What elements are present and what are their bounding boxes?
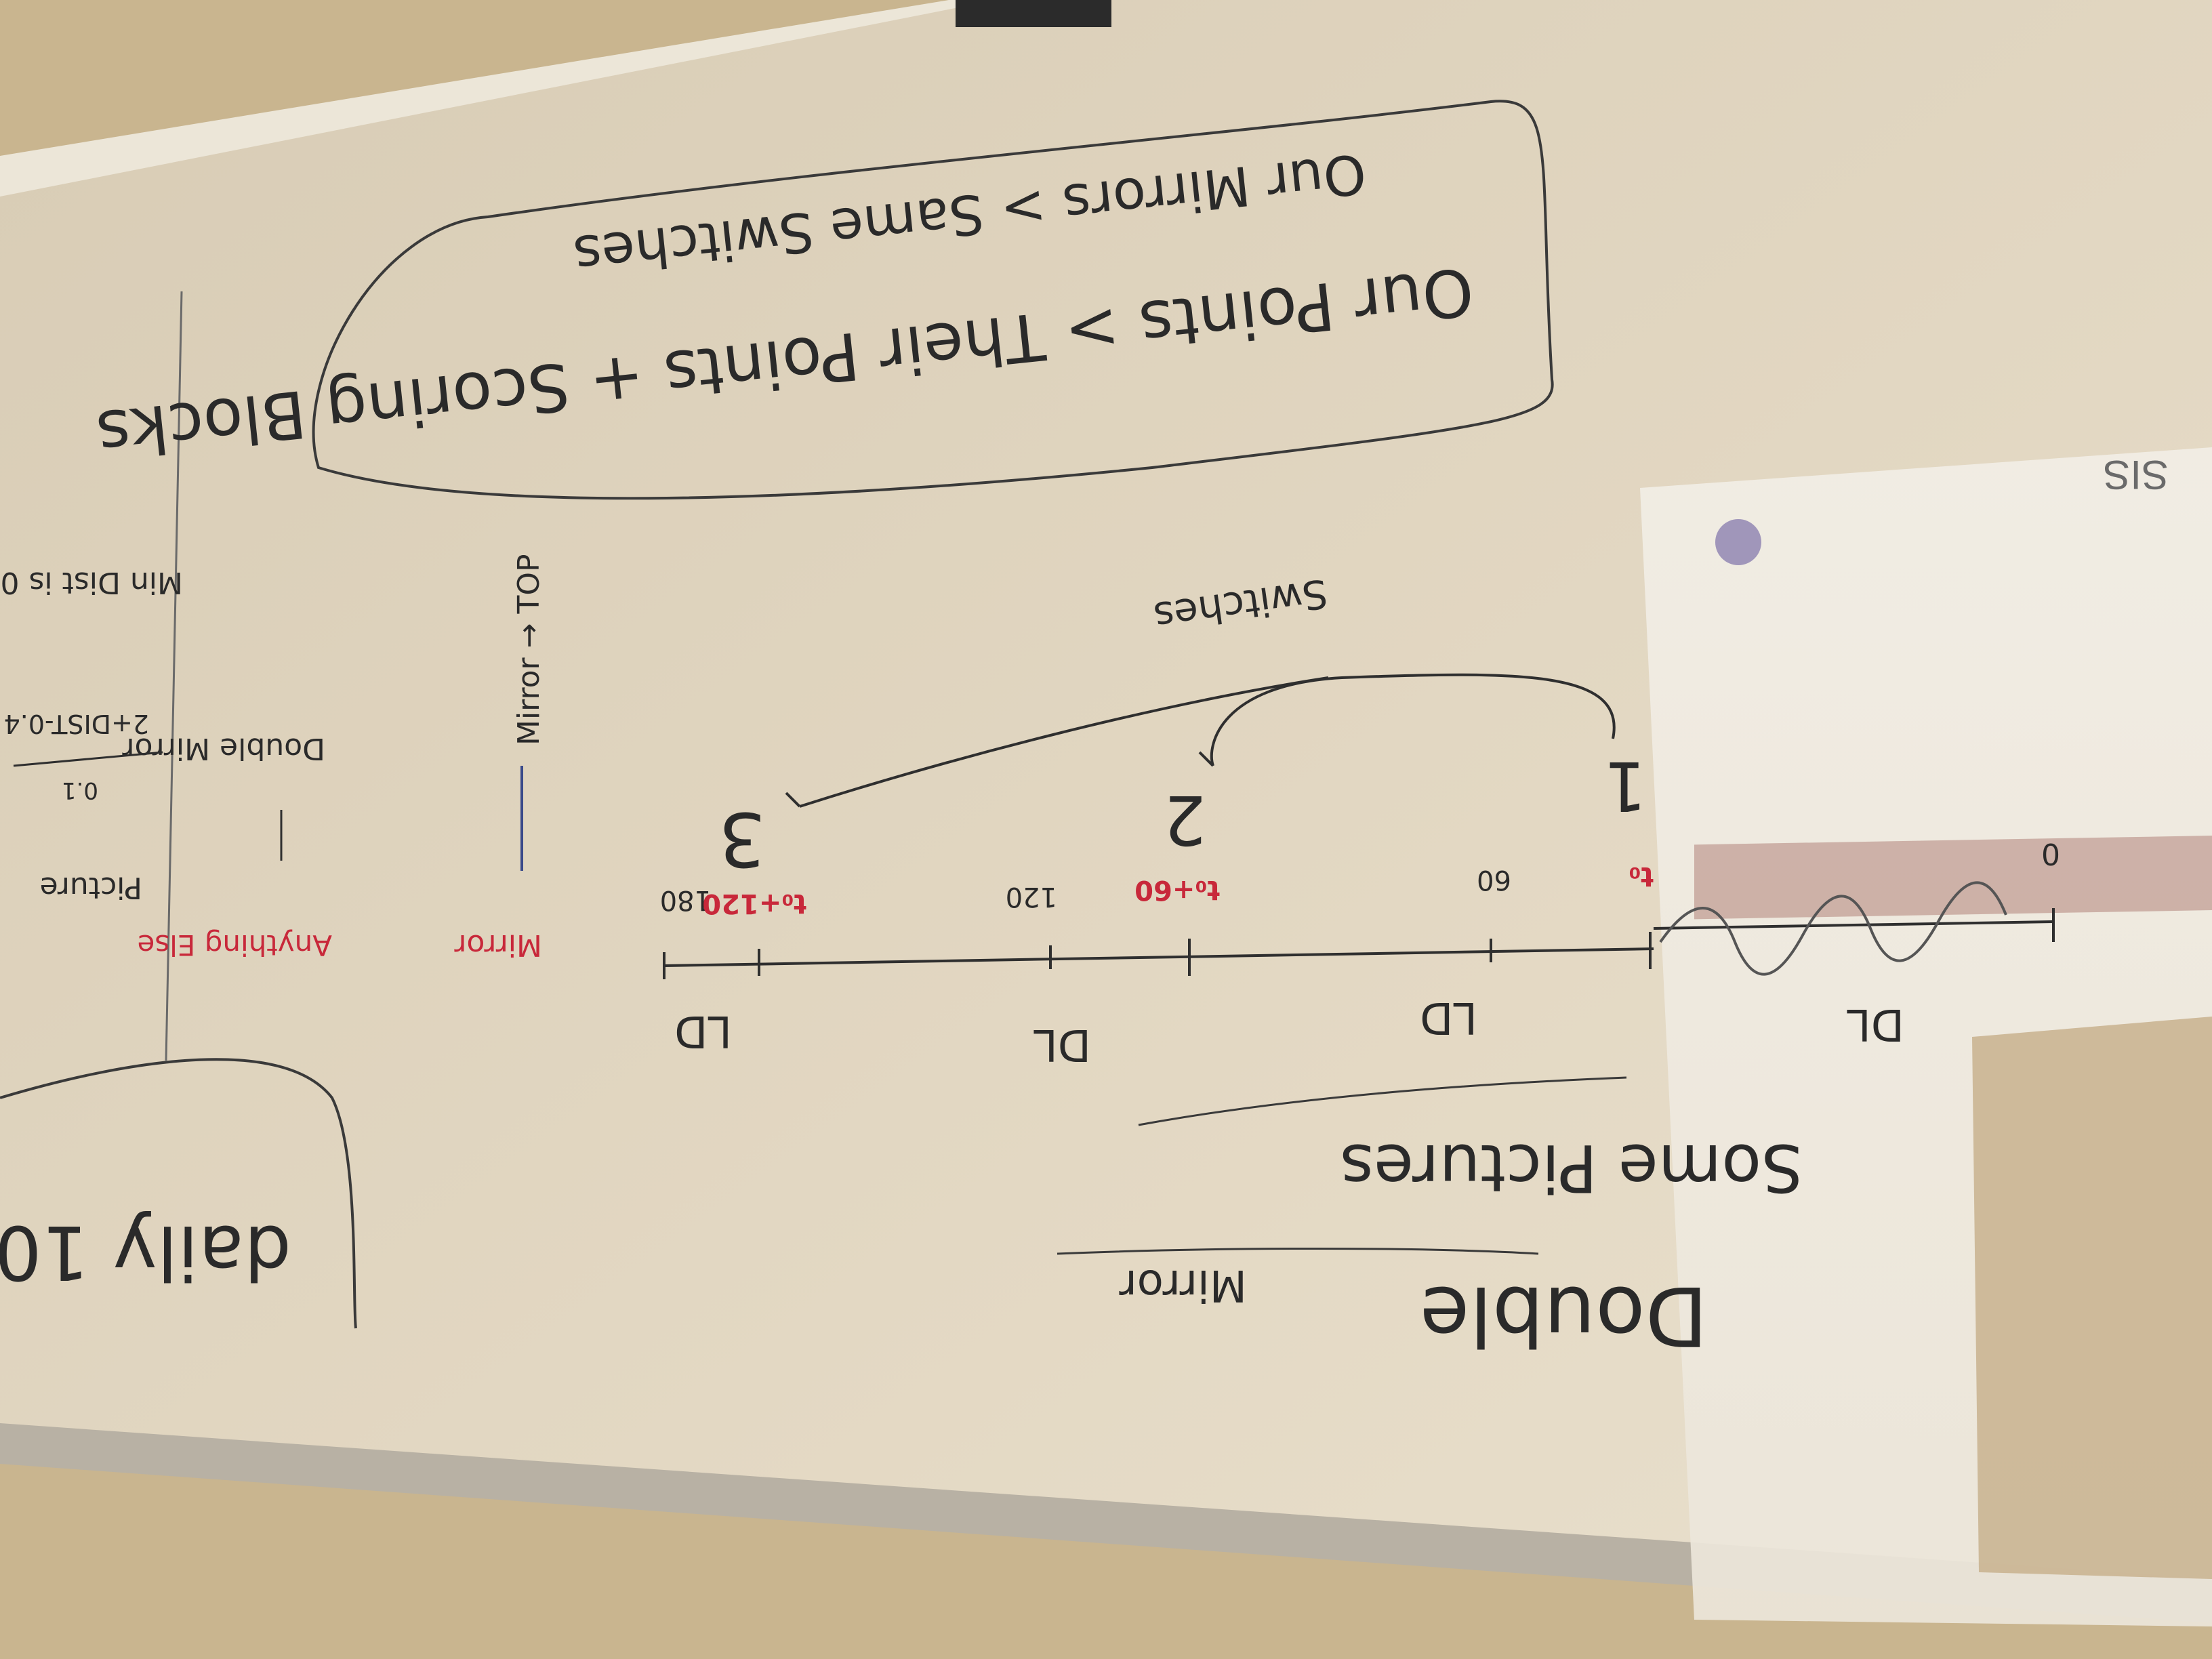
- underline-double-mirror: [1057, 1248, 1539, 1255]
- note-mirror-bottom: Mirror: [1119, 1260, 1247, 1310]
- red-tick-t0-60: t₀+60: [1134, 874, 1220, 905]
- switch-arc-1: [1210, 673, 1616, 766]
- note-picture: Picture: [40, 870, 142, 905]
- sequence-number-3: 3: [718, 796, 766, 882]
- whiteboard-surface: [0, 0, 2212, 1613]
- note-box-outline: [312, 100, 1554, 500]
- bottom-rail: [0, 1423, 2212, 1623]
- projection-overlay: SIS: [1640, 447, 2212, 1626]
- note-some-pictures: Some Pictures: [1340, 1130, 1803, 1206]
- number-line-extension: [1653, 920, 2054, 930]
- red-tick-t0: t₀: [1629, 861, 1654, 892]
- sequence-number-1: 1: [1603, 746, 1647, 825]
- switch-arc-2: [799, 676, 1329, 808]
- zone-label-dl-far: DL: [1847, 999, 1904, 1049]
- note-anythings-else: Anything Else: [137, 928, 332, 962]
- tick-label-60: 60: [1477, 864, 1511, 895]
- underline-some-pictures: [1138, 1076, 1627, 1126]
- note-double: Double: [1420, 1268, 1708, 1362]
- zone-label-ld-right: LD: [1420, 992, 1477, 1042]
- tick-label-120: 120: [1006, 881, 1057, 912]
- fraction-denominator: 2+DIST-0.4: [4, 709, 149, 739]
- scribble-wave: [1659, 881, 2007, 976]
- projection-logo-icon: [1715, 519, 1761, 565]
- zone-label-dl-mid: DL: [1033, 1019, 1091, 1069]
- zone-label-ld-left: LD: [674, 1006, 732, 1056]
- fraction-bar: [13, 751, 163, 767]
- top-frame: [0, 0, 996, 197]
- note-double-mirror: Double Mirror: [122, 731, 325, 766]
- note-min-dist: Min Dist is 0.5: [0, 565, 183, 600]
- tick-label-180: 180: [660, 884, 712, 916]
- eraser: [956, 0, 1111, 27]
- projection-band: [1694, 836, 2212, 920]
- divider-line: [165, 291, 183, 1061]
- number-line-ticks: [663, 908, 2055, 979]
- red-tick-t0-120: t₀+120: [702, 888, 806, 919]
- daily-note-bubble: [0, 1058, 357, 1329]
- note-mirror-top: Mirror → TOP: [512, 554, 546, 745]
- sequence-number-2: 2: [1163, 780, 1206, 859]
- switch-arrowheads: [785, 751, 1214, 808]
- fraction-numerator: 0.1: [62, 777, 98, 804]
- tick-label-0: 0: [2041, 836, 2060, 871]
- number-line: [663, 947, 1654, 967]
- projection-logo-text: SIS: [2103, 452, 2169, 497]
- projection-image: [1972, 1017, 2212, 1579]
- note-mirror-red: Mirror: [453, 928, 542, 962]
- note-daily: daily 10/s: [0, 1209, 291, 1296]
